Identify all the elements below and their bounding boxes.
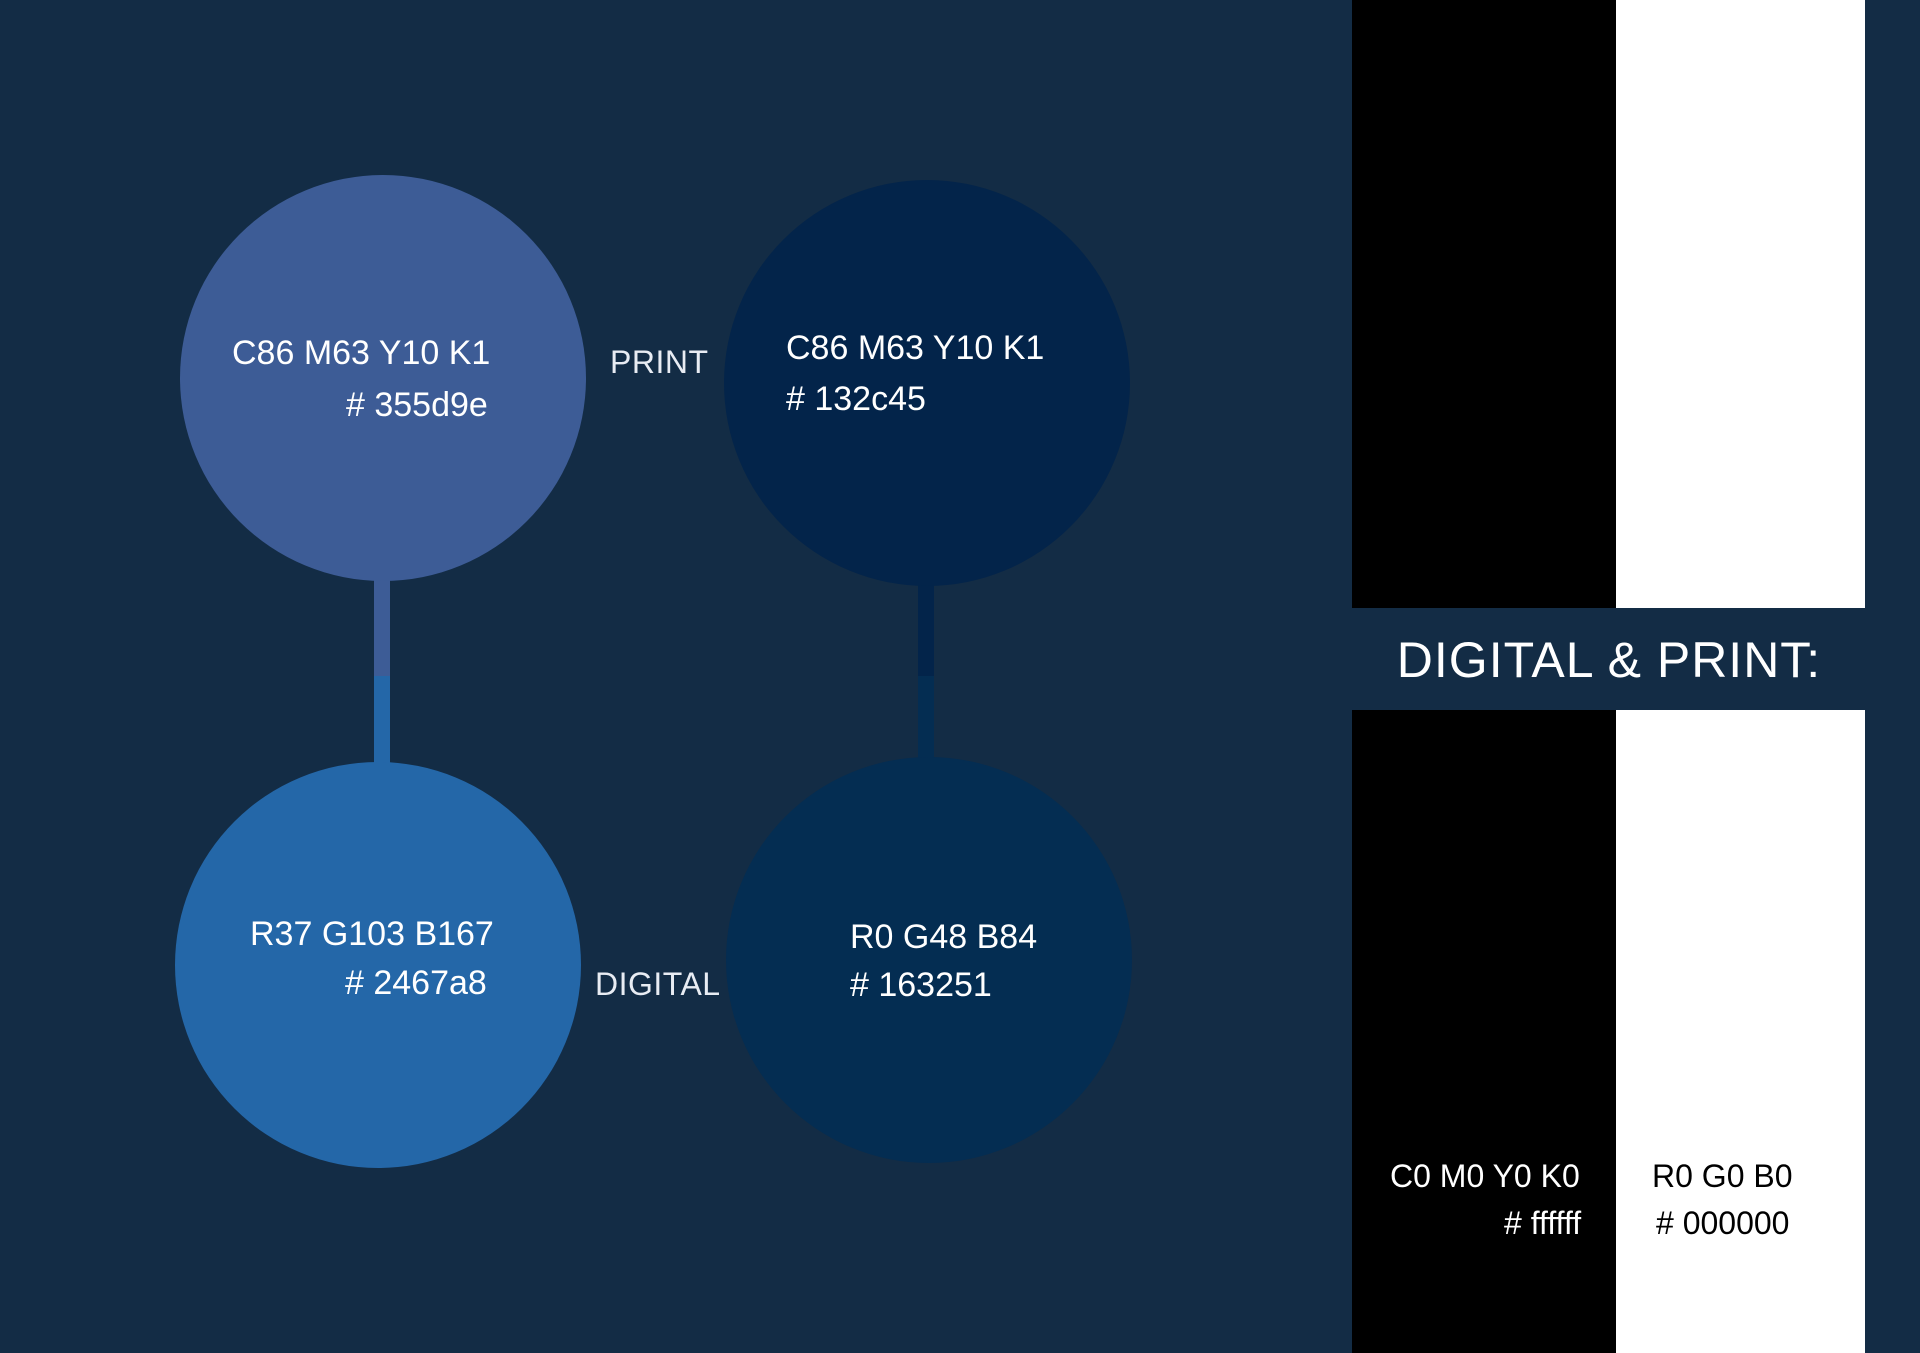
- print-light-hex: # 355d9e: [346, 386, 488, 424]
- digital-label: DIGITAL: [595, 966, 721, 1002]
- black-swatch-hex: # ffffff: [1504, 1205, 1582, 1241]
- print-dark-cmyk: C86 M63 Y10 K1: [786, 329, 1045, 367]
- connector-left-upper: [374, 570, 390, 680]
- digital-light-rgb: R37 G103 B167: [250, 915, 494, 953]
- digital-dark-swatch: [726, 757, 1132, 1163]
- digital-light-hex: # 2467a8: [345, 964, 487, 1002]
- white-bar-bottom: [1616, 710, 1865, 1353]
- digital-light-swatch: [175, 762, 581, 1168]
- black-bar-bottom: [1352, 710, 1616, 1353]
- print-light-swatch: [180, 175, 586, 581]
- white-bar-top: [1616, 0, 1865, 608]
- connector-left-lower: [374, 676, 390, 786]
- connector-right-upper: [918, 576, 934, 680]
- print-dark-hex: # 132c45: [786, 380, 926, 418]
- digital-dark-rgb: R0 G48 B84: [850, 918, 1038, 956]
- white-swatch-hex: # 000000: [1656, 1205, 1790, 1241]
- white-swatch-rgb: R0 G0 B0: [1652, 1158, 1793, 1194]
- print-light-cmyk: C86 M63 Y10 K1: [232, 334, 491, 372]
- digital-dark-hex: # 163251: [850, 966, 992, 1004]
- print-dark-swatch: [724, 180, 1130, 586]
- black-swatch-cmyk: C0 M0 Y0 K0: [1390, 1158, 1580, 1194]
- print-label: PRINT: [610, 344, 709, 380]
- digital-print-title: DIGITAL & PRINT:: [1396, 632, 1822, 688]
- black-bar-top: [1352, 0, 1616, 608]
